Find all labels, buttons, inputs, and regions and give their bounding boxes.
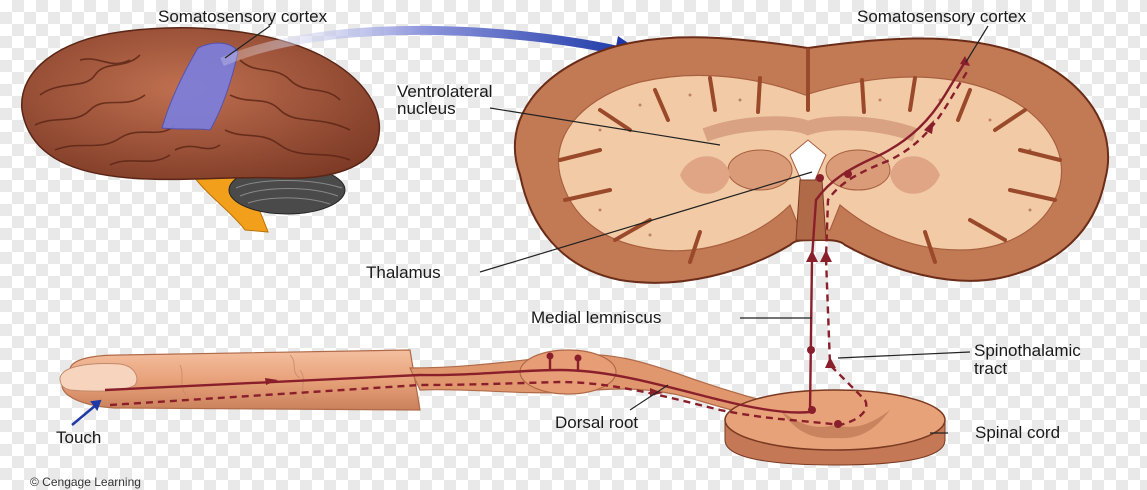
finger [60,350,420,410]
label-medial-lemniscus: Medial lemniscus [531,308,661,327]
corpus-callosum [705,123,915,135]
label-touch: Touch [56,428,101,447]
label-tract: tract [974,359,1007,378]
label-spinal-cord: Spinal cord [975,423,1060,442]
label-thalamus: Thalamus [366,263,441,282]
label-nucleus: nucleus [397,99,456,118]
arrow-icon [72,401,100,425]
left-thalamus [728,150,792,190]
lateral-brain [22,28,380,232]
midline-stem [796,180,826,240]
label-spinothalamic: Spinothalamic [974,341,1081,360]
label-somatosensory-cortex-right: Somatosensory cortex [857,7,1027,26]
coronal-brain-section [515,37,1108,283]
spinal-cord-top [725,390,945,450]
label-somatosensory-cortex-left: Somatosensory cortex [158,7,328,26]
label-dorsal-root: Dorsal root [555,413,638,432]
copyright-notice: © Cengage Learning [30,475,141,489]
fingernail [60,364,137,392]
spinal-cord [725,390,945,465]
